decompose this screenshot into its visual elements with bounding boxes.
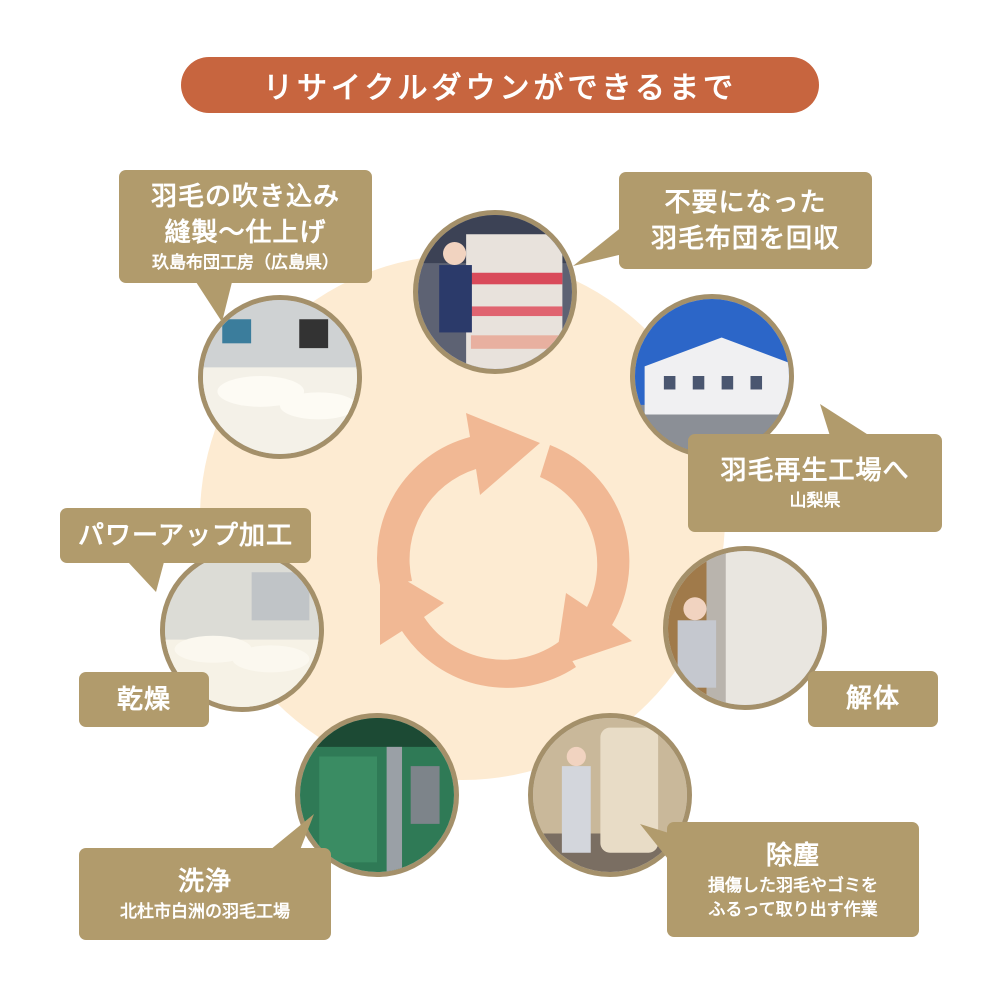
- label-dismantle: 解体: [808, 671, 938, 727]
- label-power-up: パワーアップ加工: [60, 508, 311, 563]
- photo-dust-removal: [528, 713, 692, 877]
- label-washing: 洗浄 北杜市白洲の羽毛工場: [79, 848, 331, 940]
- label-sewing: 羽毛の吹き込み 縫製～仕上げ 玖島布団工房（広島県）: [119, 170, 372, 283]
- photo-sewing: [198, 295, 362, 459]
- label-dust-removal: 除塵 損傷した羽毛やゴミを ふるって取り出す作業: [667, 822, 919, 937]
- page-title: リサイクルダウンができるまで: [181, 57, 819, 113]
- photo-dismantle: [663, 546, 827, 710]
- label-collection: 不要になった 羽毛布団を回収: [619, 172, 872, 269]
- label-drying: 乾燥: [79, 672, 209, 727]
- photo-washing: [295, 713, 459, 877]
- photo-collection: [413, 210, 577, 374]
- cycle-arrows-icon: [377, 413, 632, 688]
- photo-factory: [630, 294, 794, 458]
- label-factory: 羽毛再生工場へ 山梨県: [688, 434, 942, 532]
